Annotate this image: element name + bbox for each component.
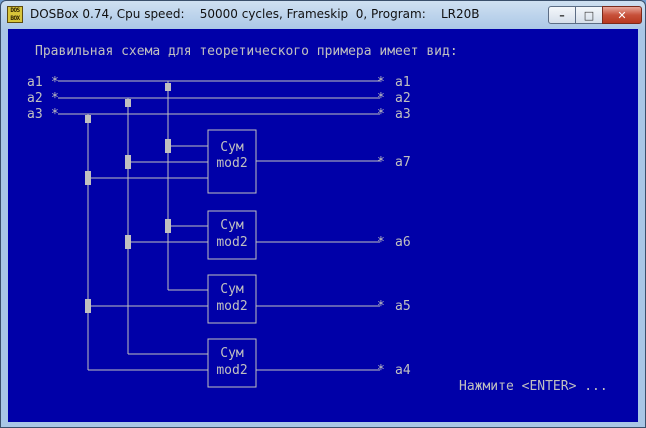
- maximize-button[interactable]: □: [575, 6, 603, 24]
- dos-screen[interactable]: Правильная схема для теоретического прим…: [8, 29, 638, 422]
- junction-marker: [165, 139, 171, 153]
- input-label-a3: a3: [27, 107, 43, 122]
- title-bar[interactable]: DOS BOX DOSBox 0.74, Cpu speed: 50000 cy…: [1, 1, 645, 29]
- adder-block-4: [207, 338, 257, 388]
- junction-marker: [125, 235, 131, 249]
- input-label-a1: a1: [27, 75, 43, 90]
- output-marker-a6: *: [377, 235, 385, 250]
- dosbox-app-icon[interactable]: DOS BOX: [7, 6, 23, 23]
- junction-marker: [85, 299, 91, 313]
- input-marker-a3: *: [51, 107, 59, 122]
- output-labels: * a1 * a2 * a3 * a7 * a6 * a5 * a4: [377, 75, 411, 378]
- bus-lines: [58, 80, 380, 371]
- adder-blocks: [207, 129, 257, 388]
- output-label-a5: a5: [395, 299, 411, 314]
- adder-label-2-bottom: mod2: [216, 235, 247, 250]
- window-title: DOSBox 0.74, Cpu speed: 50000 cycles, Fr…: [30, 7, 480, 21]
- output-label-a7: a7: [395, 155, 411, 170]
- minimize-button[interactable]: –: [548, 6, 576, 24]
- input-labels: a1 * a2 * a3 *: [27, 75, 59, 122]
- output-label-a6: a6: [395, 235, 411, 250]
- press-enter-prompt: Нажмите <ENTER> ...: [459, 379, 608, 394]
- output-marker-a3: *: [377, 107, 385, 122]
- adder-label-3-top: Сум: [220, 282, 244, 297]
- adder-block-3: [207, 274, 257, 324]
- circuit-diagram: Правильная схема для теоретического прим…: [27, 44, 608, 394]
- adder-label-4-bottom: mod2: [216, 363, 247, 378]
- output-label-a1: a1: [395, 75, 411, 90]
- output-label-a3: a3: [395, 107, 411, 122]
- junction-marker: [165, 83, 171, 91]
- input-label-a2: a2: [27, 91, 43, 106]
- junction-marker: [165, 219, 171, 233]
- adder-block-2: [207, 210, 257, 260]
- adder-label-2-top: Сум: [220, 218, 244, 233]
- output-marker-a5: *: [377, 299, 385, 314]
- adder-label-3-bottom: mod2: [216, 299, 247, 314]
- minimize-icon: –: [559, 8, 565, 22]
- adder-label-1-bottom: mod2: [216, 156, 247, 171]
- input-marker-a2: *: [51, 91, 59, 106]
- adder-label-1-top: Сум: [220, 140, 244, 155]
- adder-labels: Сум mod2 Сум mod2 Сум mod2 Сум mod2: [216, 140, 247, 378]
- input-marker-a1: *: [51, 75, 59, 90]
- output-marker-a7: *: [377, 155, 385, 170]
- maximize-icon: □: [583, 8, 595, 22]
- junction-marker: [85, 115, 91, 123]
- close-button[interactable]: ✕: [602, 6, 642, 24]
- output-marker-a1: *: [377, 75, 385, 90]
- adder-block-1: [207, 129, 257, 194]
- junction-marker: [85, 171, 91, 185]
- junction-marker: [125, 155, 131, 169]
- close-icon: ✕: [617, 8, 627, 22]
- junctions: [85, 83, 171, 313]
- output-label-a2: a2: [395, 91, 411, 106]
- output-marker-a2: *: [377, 91, 385, 106]
- junction-marker: [125, 99, 131, 107]
- adder-label-4-top: Сум: [220, 346, 244, 361]
- output-label-a4: a4: [395, 363, 411, 378]
- screen-heading: Правильная схема для теоретического прим…: [35, 44, 458, 59]
- output-marker-a4: *: [377, 363, 385, 378]
